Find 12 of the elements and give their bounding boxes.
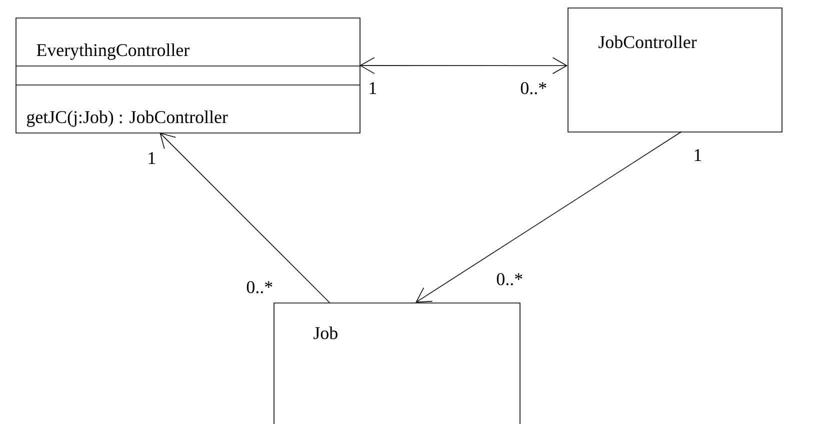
association-line (360, 57, 568, 74)
association-line (160, 132, 330, 303)
multiplicity-label: 0..* (520, 82, 546, 94)
multiplicity-label: 0..* (246, 281, 272, 294)
association-line (416, 131, 682, 303)
multiplicity-label: 1 (148, 152, 156, 164)
multiplicity-label: 1 (370, 82, 376, 94)
class-box: EverythingController getJC(j:Job) : JobController (16, 18, 360, 134)
multiplicity-label: 0..* (496, 273, 522, 286)
class-box: JobController (568, 8, 782, 132)
class-box: Job (274, 302, 520, 424)
multiplicity-label: 1 (694, 149, 702, 161)
